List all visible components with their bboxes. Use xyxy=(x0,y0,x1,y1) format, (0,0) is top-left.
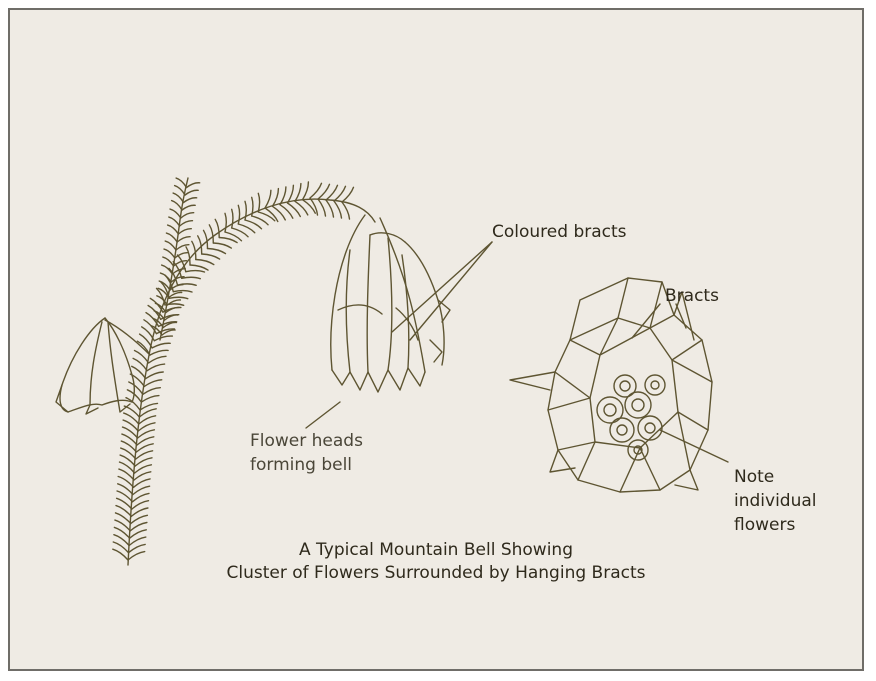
illustration-frame: Coloured bracts Bracts Flower heads form… xyxy=(8,8,864,671)
leaf xyxy=(116,506,131,517)
leaf xyxy=(166,233,177,242)
leaf xyxy=(165,315,178,320)
label-note-line2: individual xyxy=(734,491,817,512)
leaf xyxy=(170,209,181,218)
leaf xyxy=(143,388,160,395)
leaf xyxy=(238,205,239,224)
leaf xyxy=(177,237,190,242)
pointer-bracts-1 xyxy=(632,304,660,338)
leaf xyxy=(150,350,168,355)
leaf xyxy=(147,364,165,371)
leaf xyxy=(164,249,175,258)
left-bell-flower xyxy=(56,318,134,414)
leaf xyxy=(225,232,242,241)
label-bracts: Bracts xyxy=(665,286,719,307)
leaf xyxy=(225,213,226,232)
leaf xyxy=(273,206,286,220)
leaf xyxy=(209,225,213,243)
secondary-stem-leaves xyxy=(151,178,199,335)
leaf xyxy=(124,406,139,417)
leaf xyxy=(118,477,133,488)
leaf xyxy=(142,327,155,341)
leaf xyxy=(310,183,322,198)
leaf xyxy=(165,241,176,250)
pointer-coloured-bracts-2 xyxy=(410,242,492,340)
leaf xyxy=(118,484,133,495)
leaf xyxy=(144,380,161,387)
leaf xyxy=(342,202,350,219)
leaf xyxy=(245,201,246,220)
leaf xyxy=(150,298,163,312)
leaf xyxy=(168,225,179,234)
flower-rosette xyxy=(510,278,712,492)
leaf xyxy=(154,336,172,341)
main-stem xyxy=(128,199,375,565)
leaf xyxy=(185,190,198,195)
leaf xyxy=(208,249,226,254)
leaf xyxy=(202,254,220,259)
leaf xyxy=(169,297,188,298)
leaf xyxy=(149,356,166,363)
leaf xyxy=(176,178,186,187)
leaf xyxy=(173,193,183,202)
leaf xyxy=(117,491,132,502)
leaf xyxy=(252,197,253,216)
leaf xyxy=(152,343,170,348)
leaf xyxy=(280,205,293,219)
label-note-line3: flowers xyxy=(734,515,795,536)
leaf xyxy=(196,260,214,265)
leaf xyxy=(114,527,129,538)
flower-head-bell xyxy=(331,215,450,392)
caption-line2: Cluster of Flowers Surrounded by Hanging… xyxy=(10,563,862,584)
leaf xyxy=(288,203,301,217)
leaf xyxy=(173,291,192,292)
leaf xyxy=(190,265,208,270)
label-flower-heads-line1: Flower heads xyxy=(250,431,363,452)
leaf xyxy=(172,201,182,210)
leaf xyxy=(181,213,194,218)
leaf xyxy=(232,209,233,228)
label-note-line1: Note xyxy=(734,467,774,488)
leaf xyxy=(175,186,185,195)
leaf xyxy=(334,201,342,218)
leaf xyxy=(141,396,159,403)
leaf xyxy=(318,199,326,216)
stem-leaves xyxy=(113,182,354,560)
pointer-flower-heads xyxy=(306,402,340,428)
leaf xyxy=(115,520,130,531)
leaf xyxy=(184,198,197,203)
leaf xyxy=(146,372,164,379)
leaf xyxy=(326,200,334,217)
label-flower-heads-line2: forming bell xyxy=(250,455,352,476)
leaf xyxy=(182,205,195,210)
leaf xyxy=(169,217,180,226)
leaf xyxy=(175,253,188,258)
leaf xyxy=(117,498,132,509)
leaf xyxy=(182,277,201,278)
leaf xyxy=(140,334,153,348)
leaf xyxy=(204,230,208,248)
pointer-note-flowers xyxy=(660,430,728,462)
label-coloured-bracts: Coloured bracts xyxy=(492,222,627,243)
leaf xyxy=(198,236,202,254)
leaf xyxy=(213,243,231,248)
leaf xyxy=(258,193,259,212)
leaf xyxy=(178,229,191,234)
leaf xyxy=(295,201,308,215)
leaf xyxy=(265,190,271,208)
leaf xyxy=(219,238,237,243)
leaf xyxy=(163,257,174,266)
leaf xyxy=(160,273,171,282)
leaf xyxy=(187,183,200,188)
caption-line1: A Typical Mountain Bell Showing xyxy=(10,540,862,561)
pointer-bracts-2 xyxy=(676,304,686,328)
leaf xyxy=(180,221,193,226)
leaf xyxy=(116,513,131,524)
leaf xyxy=(295,184,301,202)
leaf xyxy=(186,271,205,272)
leaf xyxy=(192,241,196,259)
leaf xyxy=(303,182,309,200)
